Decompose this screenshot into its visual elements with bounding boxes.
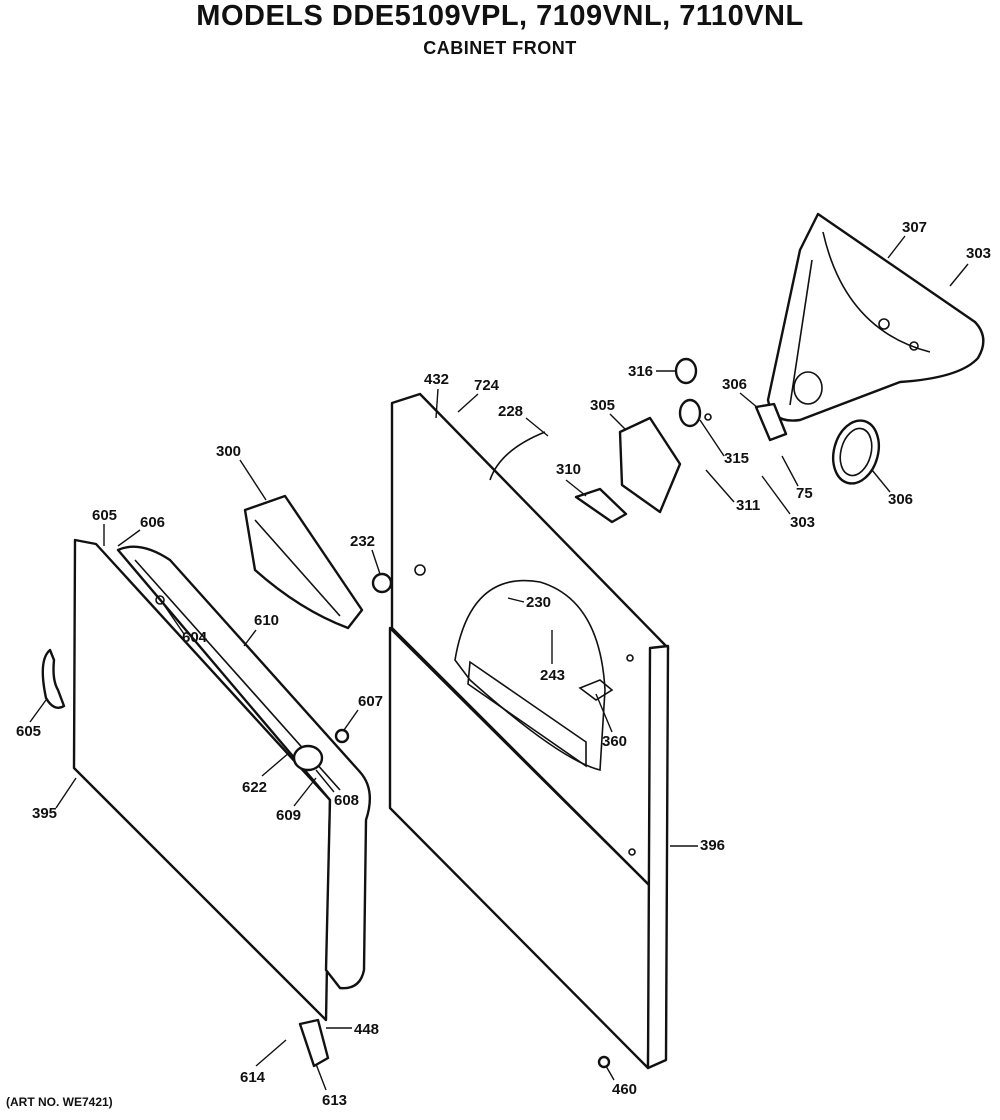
label-613: 613 (322, 1092, 347, 1109)
label-303-top: 303 (966, 245, 991, 262)
label-432: 432 (424, 371, 449, 388)
part-307-duct (766, 212, 985, 422)
label-604: 604 (182, 629, 208, 646)
label-305: 305 (590, 397, 615, 414)
label-360: 360 (602, 733, 627, 750)
label-614: 614 (240, 1069, 266, 1086)
part-396-front-panel (388, 392, 670, 1070)
page-subtitle: CABINET FRONT (423, 38, 577, 58)
callouts: 307 303 316 306 432 724 228 305 315 75 3… (16, 219, 991, 1109)
label-610: 610 (254, 612, 279, 629)
part-306-hinge (754, 402, 788, 442)
part-316-bracket (674, 357, 698, 385)
label-75: 75 (796, 485, 813, 502)
page-title: MODELS DDE5109VPL, 7109VNL, 7110VNL (196, 0, 804, 32)
part-315-switch (678, 398, 712, 428)
label-315: 315 (724, 450, 749, 467)
label-605: 605 (92, 507, 117, 524)
label-243: 243 (540, 667, 565, 684)
label-395: 395 (32, 805, 57, 822)
label-230: 230 (526, 594, 551, 611)
label-228: 228 (498, 403, 523, 420)
label-396: 396 (700, 837, 725, 854)
label-306-ring: 306 (888, 491, 913, 508)
part-310-strip (574, 487, 628, 524)
label-232: 232 (350, 533, 375, 550)
label-311: 311 (736, 497, 760, 514)
label-605-handle: 605 (16, 723, 41, 740)
label-622: 622 (242, 779, 267, 796)
label-606: 606 (140, 514, 165, 531)
label-609: 609 (276, 807, 301, 824)
part-395-door (41, 538, 372, 1022)
part-460-screw (597, 1055, 611, 1069)
part-306-ring (831, 419, 881, 485)
label-316: 316 (628, 363, 653, 380)
label-724: 724 (474, 377, 500, 394)
part-305-plate (618, 416, 682, 514)
label-607: 607 (358, 693, 383, 710)
label-306-hinge: 306 (722, 376, 747, 393)
part-613-hinge (298, 1018, 330, 1068)
part-232-knob (371, 572, 393, 594)
label-448: 448 (354, 1021, 379, 1038)
label-300: 300 (216, 443, 241, 460)
label-303-bottom: 303 (790, 514, 815, 531)
art-number: (ART NO. WE7421) (6, 1095, 113, 1109)
label-307: 307 (902, 219, 927, 236)
part-300-lint-filter-housing (243, 494, 364, 630)
label-310: 310 (556, 461, 581, 478)
label-608: 608 (334, 792, 359, 809)
label-460: 460 (612, 1081, 637, 1098)
